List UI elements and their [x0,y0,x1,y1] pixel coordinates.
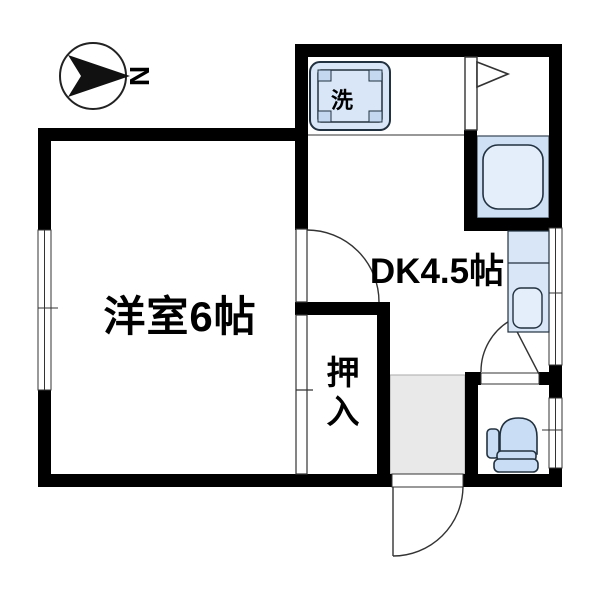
toilet-icon [486,417,539,473]
washer-corner-pads [317,69,383,123]
windows [37,227,563,469]
door-entrance-opening [391,473,464,488]
washer-pad [368,110,383,123]
kitchen-sink-basin [512,287,543,329]
compass-north-arrow [68,55,130,97]
wall-westernroom-top [38,128,308,141]
wall-bath-left [464,130,477,231]
washer-drum [317,69,383,123]
wall-bottom [38,474,562,487]
door-entrance-swing-arc [392,486,464,557]
compass-north-label: N [124,65,155,87]
wall-left-upper [38,128,51,230]
door-bath-folding-icon [476,60,511,89]
toilet-tank [493,458,539,473]
label-dining-kitchen: DK4.5帖 [369,252,505,291]
label-washing-machine: 洗 [330,88,353,113]
door-westernroom-leaf [295,228,308,303]
washer-pad [368,69,383,82]
wall-closet-right [377,302,390,487]
bathtub-icon [482,144,544,210]
wall-toilet-left [465,372,478,487]
washer-pad [317,69,332,82]
wall-bath-bottom [464,218,562,231]
label-closet: 押入 [322,355,359,433]
wall-center-vertical [295,44,308,230]
washing-machine-icon [309,61,391,131]
door-westernroom-swing-arc [306,229,380,303]
toilet-bowl [499,417,538,455]
door-closet-sliding [295,314,308,475]
label-western-room: 洋室6帖 [103,293,257,340]
compass-icon [59,42,130,110]
genkan-entry-floor [389,374,466,475]
wall-top [295,44,562,57]
door-toilet-opening [480,372,540,385]
door-toilet-swing-arc [480,319,512,373]
kitchen-sink-icon [507,230,550,333]
wall-toilet-top-right [539,372,551,385]
door-bath-folding-track [464,56,478,131]
wall-left-lower [38,390,51,487]
wall-closet-top [295,302,390,315]
toilet-flush-unit [486,428,500,459]
washer-pad [317,110,332,123]
